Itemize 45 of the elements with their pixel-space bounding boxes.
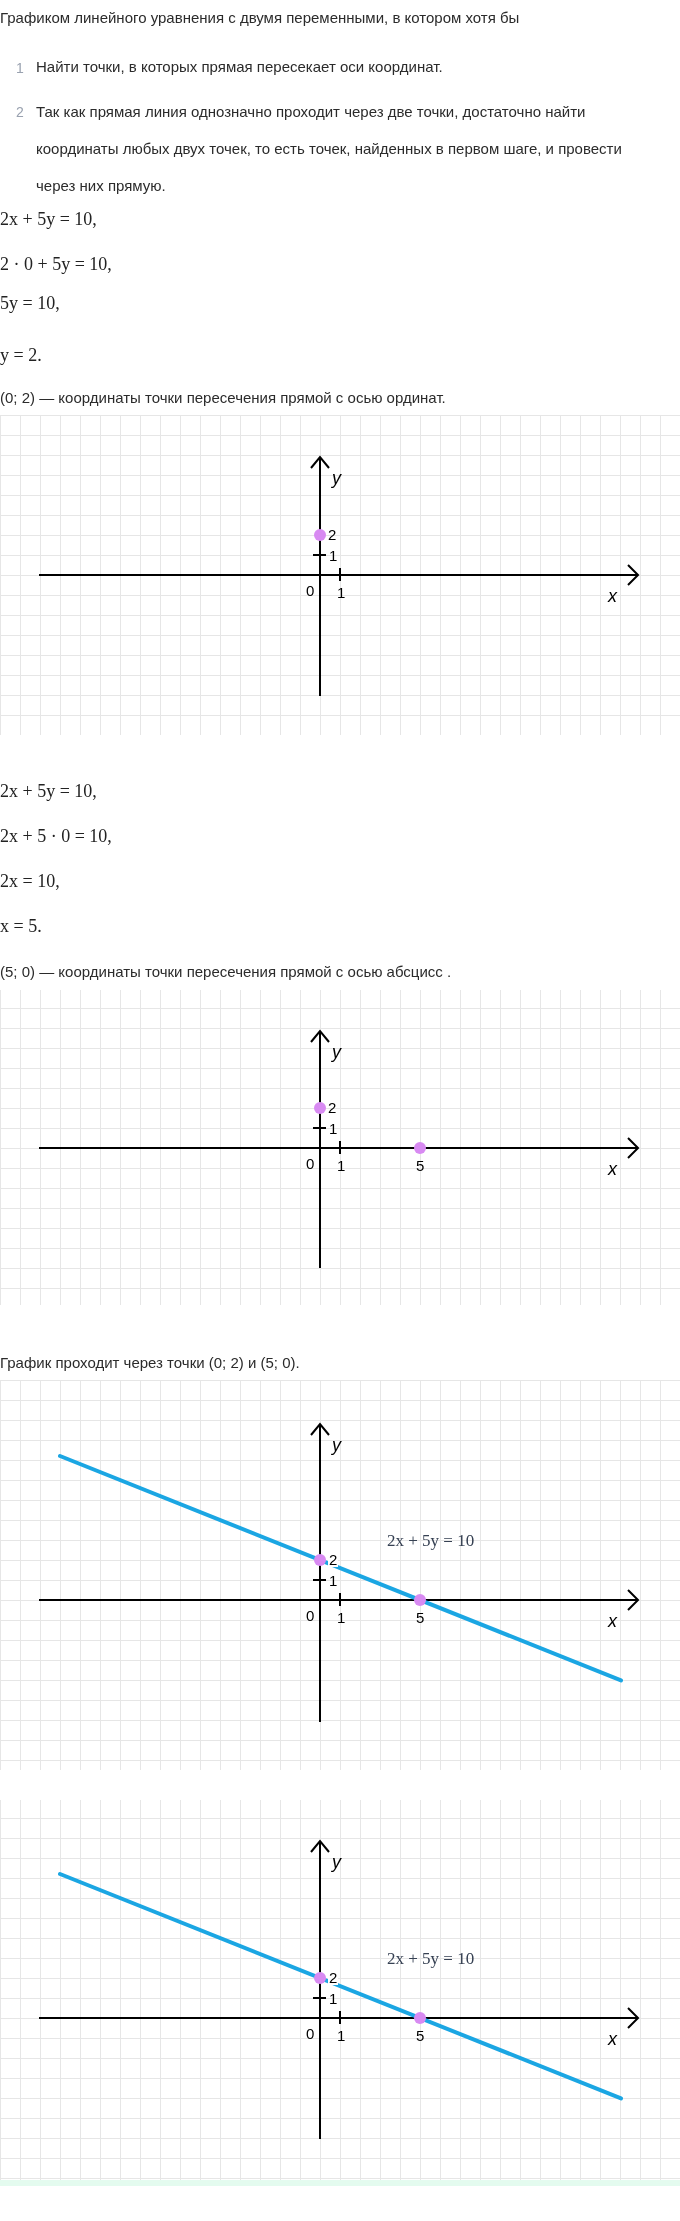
equation-text: x = 5. — [0, 917, 43, 935]
tick-label: 5 — [416, 1610, 425, 1625]
origin-label: 0 — [306, 2026, 315, 2041]
tick-label: 2 — [328, 527, 337, 542]
list-item-text: Найти точки, в которых прямая пересекает оси координат. — [36, 57, 444, 77]
list-item-text: Так как прямая линия однозначно проходит через две точки, достаточно найти координаты любых двух точек, то есть точек, найденных в первом шаге, и провести через них прямую. — [36, 102, 623, 196]
tick-label: 1 — [337, 1610, 346, 1625]
axis-label: x — [608, 1160, 617, 1178]
equation-label: 2x + 5y = 10 — [387, 1950, 475, 1967]
tick-label: 1 — [329, 1991, 338, 2006]
equation-label: 2x + 5y = 10 — [387, 1532, 475, 1549]
tick-label: 5 — [416, 1158, 425, 1173]
tick-label: 1 — [337, 1158, 346, 1173]
axis-label: x — [608, 587, 617, 605]
tick-label: 1 — [337, 2028, 346, 2043]
paragraph-text: График проходит через точки (0; 2) и (5; 0). — [0, 1353, 301, 1373]
equation-text: 2 · 0 + 5y = 10, — [0, 255, 113, 273]
origin-label: 0 — [306, 1608, 315, 1623]
tick-label: 2 — [328, 1970, 339, 1985]
axis-label: x — [608, 1612, 617, 1630]
equation-text: 2x = 10, — [0, 872, 61, 890]
axis-label: y — [332, 469, 341, 487]
axis-label: y — [332, 1853, 341, 1871]
tick-label: 5 — [416, 2028, 425, 2043]
paragraph-text: (0; 2) — координаты точки пересечения прямой с осью ординат. — [0, 388, 447, 408]
equation-text: 2x + 5y = 10, — [0, 210, 98, 228]
equation-text: 2x + 5 · 0 = 10, — [0, 827, 113, 845]
tick-label: 2 — [328, 1100, 337, 1115]
tick-label: 1 — [329, 548, 338, 563]
tick-label: 1 — [337, 585, 346, 600]
origin-label: 0 — [306, 583, 315, 598]
axis-label: y — [332, 1043, 341, 1061]
axis-label: x — [608, 2030, 617, 2048]
paragraph-text: Графиком линейного уравнения с двумя переменными, в котором хотя бы — [0, 8, 521, 28]
equation-text: 5y = 10, — [0, 294, 61, 312]
equation-text: 2x + 5y = 10, — [0, 782, 98, 800]
tick-label: 1 — [329, 1573, 338, 1588]
list-number: 2 — [16, 103, 24, 122]
list-number: 1 — [16, 59, 24, 78]
tick-label: 1 — [329, 1121, 338, 1136]
equation-text: y = 2. — [0, 346, 43, 364]
axis-label: y — [332, 1436, 341, 1454]
tick-label: 2 — [328, 1552, 339, 1567]
paragraph-text: (5; 0) — координаты точки пересечения прямой с осью абсцисс . — [0, 962, 453, 982]
origin-label: 0 — [306, 1156, 315, 1171]
